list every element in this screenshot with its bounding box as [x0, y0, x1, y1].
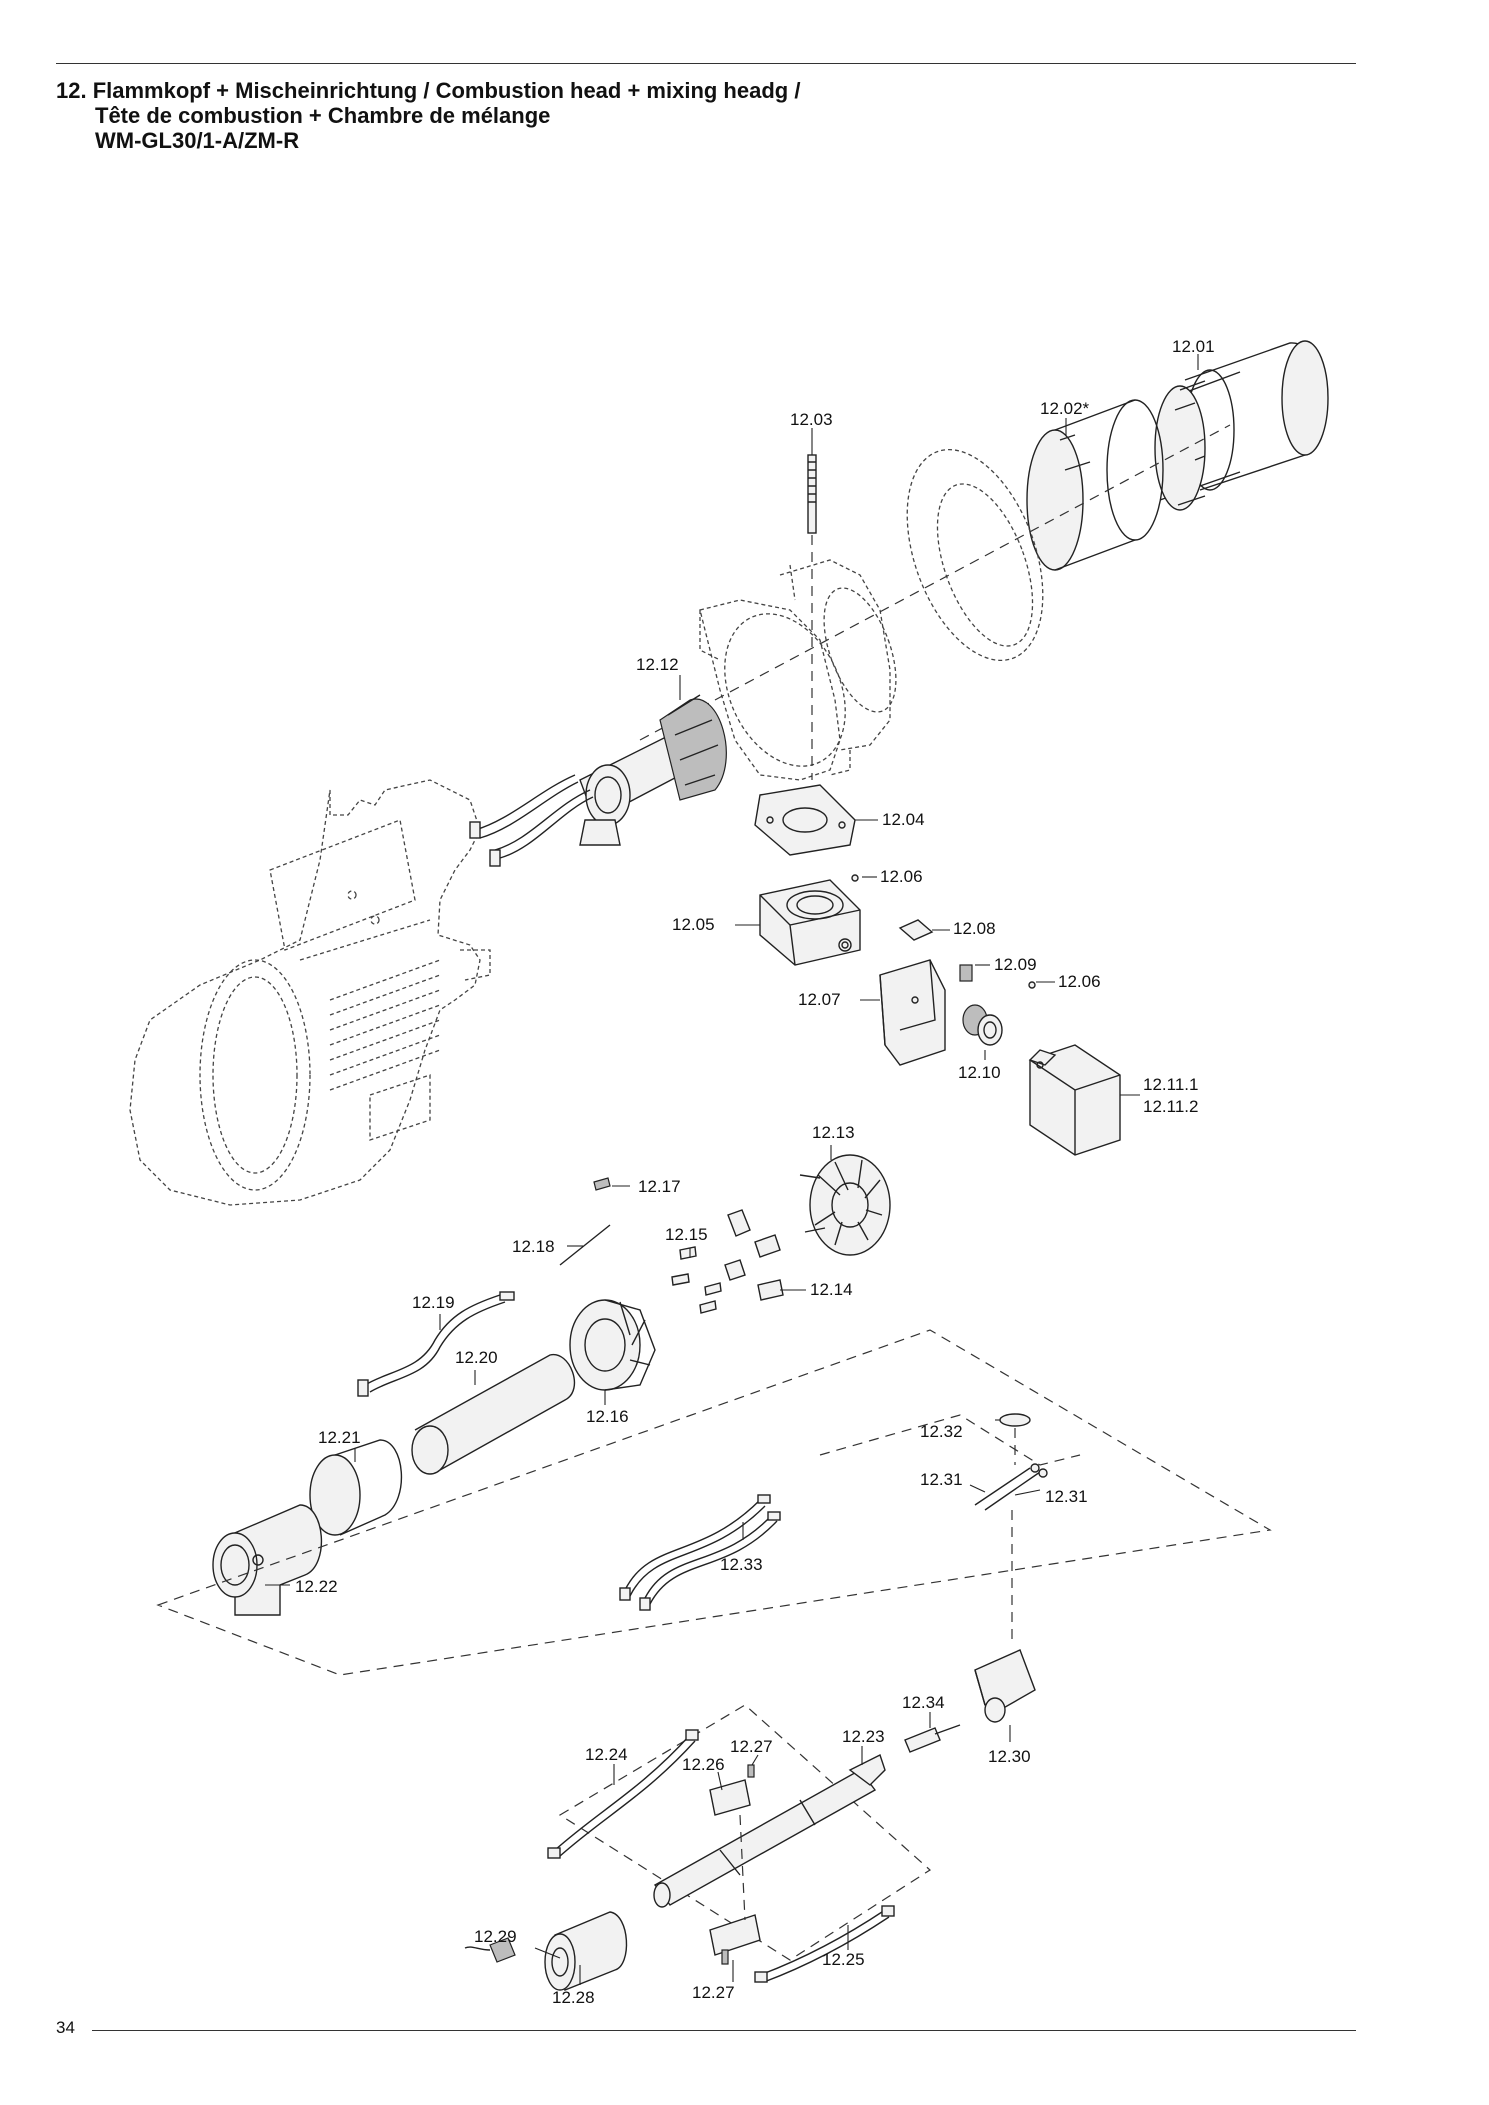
part-12-16-nozzle-head: [569, 1299, 656, 1391]
part-12-22-elbow: [212, 1504, 323, 1616]
label-12-05: 12.05: [672, 915, 715, 934]
part-12-09-clip: [959, 964, 973, 982]
part-12-26-clamps: [709, 1779, 761, 1956]
label-12-24: 12.24: [585, 1745, 628, 1764]
label-12-31-a: 12.31: [920, 1470, 963, 1489]
label-12-07: 12.07: [798, 990, 841, 1009]
page-title: 12. Flammkopf + Mischeinrichtung / Combu…: [56, 78, 800, 153]
label-12-11-1: 12.11.1: [1143, 1075, 1198, 1094]
label-12-03: 12.03: [790, 410, 833, 429]
assembly-frame-inner: [819, 1414, 1081, 1466]
part-12-13-swirl-plate: [799, 1154, 891, 1256]
assembly-axis: [639, 424, 1231, 741]
part-12-33-cables: [619, 1494, 781, 1611]
label-12-34: 12.34: [902, 1693, 945, 1712]
gasket-ring-outline: [906, 448, 1044, 662]
label-12-27-b: 12.27: [692, 1983, 735, 2002]
label-12-02: 12.02*: [1040, 399, 1090, 418]
label-12-04: 12.04: [882, 810, 925, 829]
flange-housing-outline: [699, 559, 897, 781]
leader-lines: [265, 354, 1199, 1985]
label-12-17: 12.17: [638, 1177, 681, 1196]
part-12-32-washer: [999, 1413, 1031, 1427]
part-12-07-bracket: [879, 959, 946, 1066]
part-12-06-screw-b: [1028, 981, 1036, 989]
title-line-3: WM-GL30/1-A/ZM-R: [95, 128, 300, 153]
label-12-14: 12.14: [810, 1280, 853, 1299]
part-12-23-oil-lance: [653, 1754, 886, 1908]
label-12-19: 12.19: [412, 1293, 455, 1312]
label-12-27-a: 12.27: [730, 1737, 773, 1756]
part-12-31-rods: [974, 1463, 1048, 1511]
part-12-27-screw-top: [747, 1764, 755, 1778]
part-12-18-rod: [559, 1224, 611, 1266]
label-12-16: 12.16: [586, 1407, 629, 1426]
part-12-03-threaded-stud: [807, 454, 817, 780]
part-12-10-connector: [962, 1004, 1003, 1046]
part-12-20-tube: [411, 1354, 576, 1475]
burner-housing-outline: [129, 779, 491, 1206]
part-12-08-seal: [898, 919, 934, 941]
part-12-01-combustion-tube: [1154, 340, 1329, 511]
label-12-09: 12.09: [994, 955, 1037, 974]
part-12-04-plate: [754, 784, 856, 856]
part-12-25-oil-line: [754, 1905, 895, 1983]
label-12-21: 12.21: [318, 1428, 361, 1447]
label-12-32: 12.32: [920, 1422, 963, 1441]
label-12-10: 12.10: [958, 1063, 1001, 1082]
part-12-05-housing: [759, 879, 861, 966]
part-12-02-ring: [1026, 399, 1164, 571]
part-12-30-holder: [974, 1649, 1036, 1723]
label-12-15: 12.15: [665, 1225, 708, 1244]
label-12-08: 12.08: [953, 919, 996, 938]
parts-12-14-12-15-tubes: [671, 1209, 784, 1314]
label-12-26: 12.26: [682, 1755, 725, 1774]
part-12-19-ignition-cable: [357, 1291, 515, 1397]
part-12-27-screw-bottom: [721, 1949, 729, 1965]
label-12-11-2: 12.11.2: [1143, 1097, 1198, 1116]
bottom-rule: [92, 2030, 1356, 2031]
label-12-01: 12.01: [1172, 337, 1215, 356]
part-12-34-nozzle: [904, 1724, 961, 1753]
top-rule: [56, 63, 1356, 64]
label-12-12: 12.12: [636, 655, 679, 674]
label-12-06-a: 12.06: [880, 867, 923, 886]
part-12-12-mixing-head: [469, 694, 727, 867]
part-12-28-solenoid: [544, 1911, 628, 1991]
label-12-25: 12.25: [822, 1950, 865, 1969]
label-12-13: 12.13: [812, 1123, 855, 1142]
label-12-18: 12.18: [512, 1237, 555, 1256]
label-12-28: 12.28: [552, 1988, 595, 2007]
part-12-29-plug: [464, 1937, 516, 1963]
label-12-33: 12.33: [720, 1555, 763, 1574]
label-12-23: 12.23: [842, 1727, 885, 1746]
label-12-29: 12.29: [474, 1927, 517, 1946]
part-12-06-screw: [851, 874, 859, 882]
title-line-2: Tête de combustion + Chambre de mélange: [95, 103, 551, 128]
title-line-1: 12. Flammkopf + Mischeinrichtung / Combu…: [56, 78, 801, 103]
page-number: 34: [56, 2018, 75, 2037]
label-12-31-b: 12.31: [1045, 1487, 1088, 1506]
part-12-17-clip: [593, 1177, 611, 1191]
part-12-24-oil-line: [547, 1729, 699, 1859]
label-12-30: 12.30: [988, 1747, 1031, 1766]
label-12-22: 12.22: [295, 1577, 338, 1596]
part-12-11-actuator: [1028, 1044, 1121, 1156]
label-12-20: 12.20: [455, 1348, 498, 1367]
label-12-06-b: 12.06: [1058, 972, 1101, 991]
part-12-21-ring: [309, 1439, 403, 1536]
assembly-frame-dashed: [156, 1329, 1272, 1676]
